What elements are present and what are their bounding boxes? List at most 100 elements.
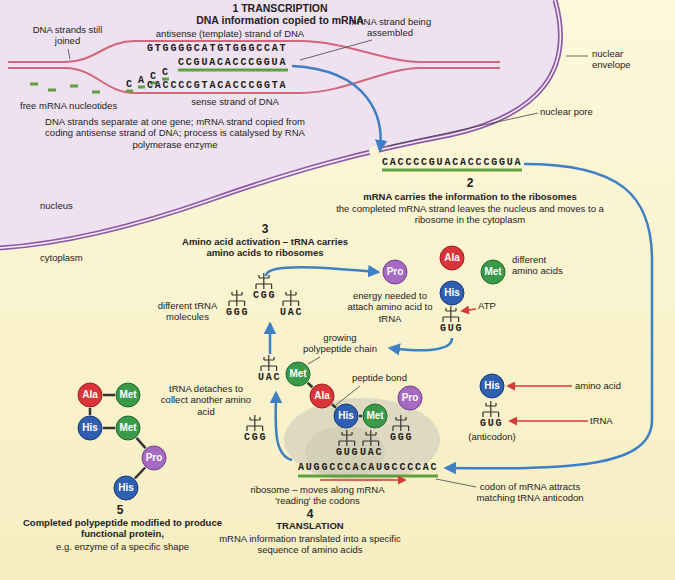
leader-line (308, 357, 320, 364)
amino-acid-disc (440, 246, 464, 270)
annotation-label: tRNA (590, 415, 613, 426)
mrna-backbones (30, 70, 522, 476)
bold-caption: TRANSLATION (250, 520, 370, 531)
amino-acid: Ala (309, 383, 335, 409)
amino-acid: Ala (77, 382, 103, 408)
trna-molecules (229, 273, 499, 446)
amino-acid-name: Ala (314, 391, 330, 401)
peptide-bond (135, 468, 145, 479)
base-sequence: GGG (390, 432, 413, 443)
annotation-label: amino acid (575, 380, 621, 391)
ribosome (284, 398, 440, 482)
bold-caption: Amino acid activation – tRNA carries ami… (180, 236, 350, 259)
trna-molecule (247, 415, 263, 431)
amino-acid-name: Ala (82, 390, 98, 400)
amino-acid: Met (480, 259, 506, 285)
annotation-label: energy needed to attach amino acid to tR… (340, 290, 440, 324)
base-sequence: CACCCCGTACACCCGGTA (147, 80, 287, 91)
trna-molecule (256, 273, 272, 289)
annotation-label: DNA strands still joined (30, 24, 105, 47)
amino-acid-disc (286, 362, 310, 386)
amino-acid-disc (481, 260, 505, 284)
base-sequence: CGG (244, 432, 267, 443)
annotation-label: mRNA strand being assembled (345, 16, 435, 39)
annotation-label: different tRNA molecules (150, 300, 225, 323)
trna-molecule (229, 290, 245, 306)
amino-acid-name: Met (484, 267, 501, 277)
amino-acid: His (333, 403, 359, 429)
amino-acid-disc (480, 374, 504, 398)
annotation-label: nuclear envelope (592, 48, 654, 71)
annotation-label: cytoplasm (40, 252, 83, 263)
mrna-strand (382, 169, 522, 172)
trna-to-chain-arrow (390, 338, 452, 350)
annotation-label: nucleus (40, 200, 73, 211)
annotation-label: different amino acids (512, 254, 567, 277)
trna-molecule (261, 355, 277, 371)
peptide-bond (332, 404, 336, 407)
mrna-on-ribosome (298, 475, 438, 478)
callout-number: 4 (300, 507, 320, 521)
amino-acid-name: Pro (402, 393, 419, 403)
amino-acid: His (439, 280, 465, 306)
base-sequence: GUG (480, 418, 503, 429)
amino-acid: Pro (382, 259, 408, 285)
annotation-label: mRNA information translated into a speci… (215, 533, 405, 556)
annotation-label: codon of mRNA attracts matching tRNA ant… (470, 481, 590, 504)
base-sequence: GTGGGGCATGTGGGCCAT (147, 43, 287, 54)
annotation-label: ATP (478, 300, 496, 311)
annotation-label: tRNA detaches to collect another amino a… (160, 383, 252, 417)
annotation-label: antisense (template) strand of DNA (150, 28, 310, 39)
leader-line (436, 479, 476, 487)
amino-acid: Met (362, 403, 388, 429)
bold-caption: mRNA carries the information to the ribo… (310, 191, 630, 202)
peptide-bond (359, 415, 362, 418)
amino-acid-name: Ala (444, 253, 460, 263)
trna-to-amino-arrow (266, 267, 378, 276)
amino-acid-name: His (82, 423, 98, 433)
amino-acid-disc (142, 446, 166, 470)
peptide-bond (103, 394, 115, 397)
trna-return-arrow (269, 324, 272, 354)
dna-strands (8, 41, 500, 93)
amino-acid-disc (78, 383, 102, 407)
base-sequence: UAC (280, 307, 303, 318)
amino-acid: Met (115, 415, 141, 441)
base-sequence: CGG (253, 290, 276, 301)
peptide-bond (308, 383, 313, 387)
base-sequence: CACCCCGUACACCCGGUA (382, 157, 522, 168)
amino-acid: Met (285, 361, 311, 387)
callout-number: 2 (460, 176, 480, 190)
amino-acid-name: Met (366, 411, 383, 421)
annotation-label: nuclear pore (540, 106, 593, 117)
peptide-bond (103, 427, 115, 430)
base-sequence: UAC (258, 372, 281, 383)
amino-acid-disc (440, 281, 464, 305)
amino-acid-name: Met (119, 390, 136, 400)
bold-caption: Completed polypeptide modified to produc… (15, 517, 230, 540)
amino-acid-disc (114, 476, 138, 500)
amino-acid: Pro (141, 445, 167, 471)
trna-molecule (443, 306, 459, 322)
amino-acid-name: His (338, 411, 354, 421)
leader-line (388, 113, 538, 146)
peptide-bond (137, 438, 146, 448)
annotation-label: peptide bond (352, 372, 407, 383)
peptide-bond (89, 408, 92, 415)
leader-line (68, 49, 70, 59)
amino-acid-disc (363, 404, 387, 428)
pointer-arrows (320, 309, 588, 480)
heading-text: 1 TRANSCRIPTION (190, 2, 370, 15)
amino-acid: His (77, 415, 103, 441)
annotation-label: growing polypeptide chain (300, 332, 380, 355)
trna-molecule (483, 401, 499, 417)
trna-molecule (363, 430, 379, 446)
amino-acid-disc (310, 384, 334, 408)
base-sequence: GUG (440, 323, 463, 334)
annotation-label: (anticodon) (462, 431, 522, 442)
leader-line (566, 56, 588, 57)
amino-acid: His (113, 475, 139, 501)
annotation-label: ribosome – moves along mRNA 'reading' th… (250, 484, 385, 507)
amino-acid: Pro (397, 385, 423, 411)
